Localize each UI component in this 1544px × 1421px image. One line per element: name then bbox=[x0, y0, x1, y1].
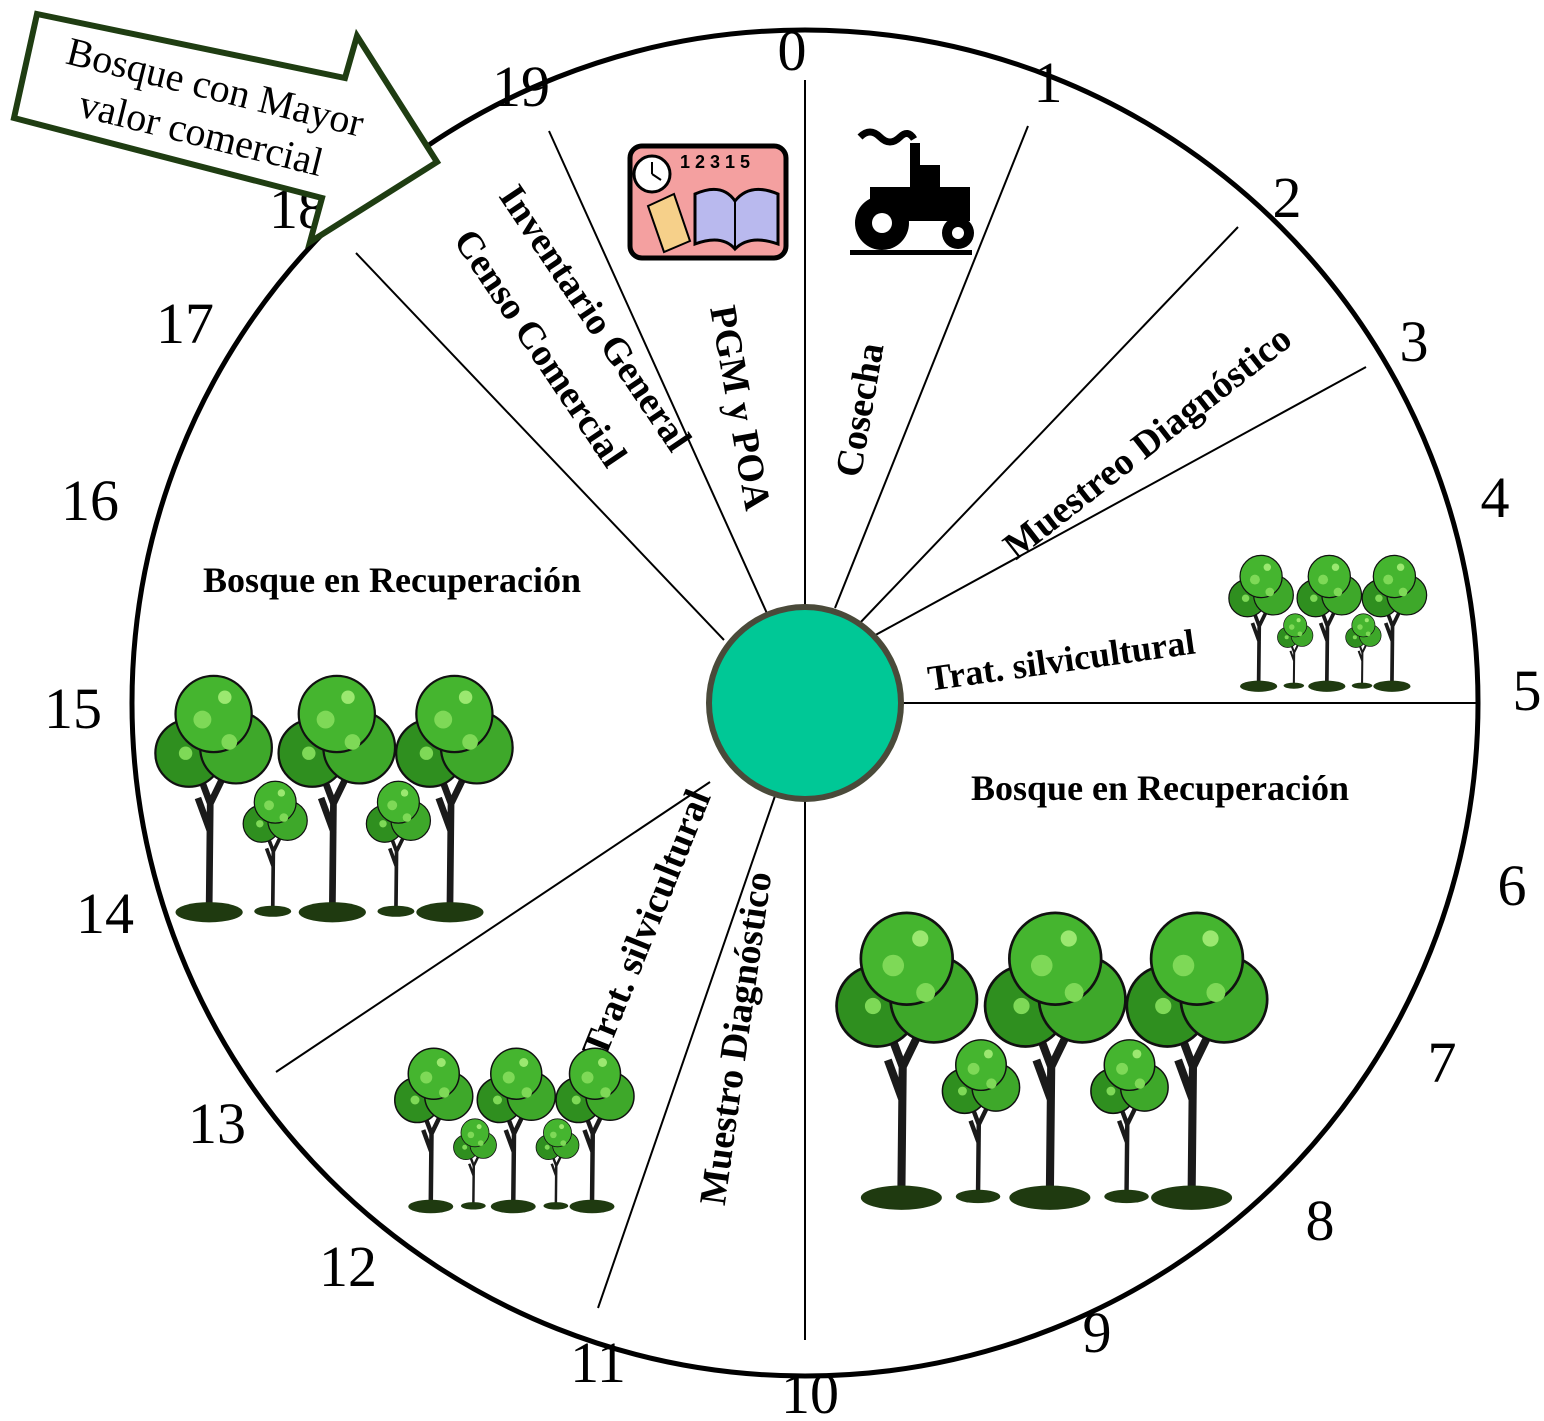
year-0: 0 bbox=[778, 18, 807, 83]
year-7: 7 bbox=[1428, 1030, 1457, 1095]
divider-1 bbox=[834, 125, 1029, 609]
year-11: 11 bbox=[570, 1330, 626, 1395]
year-numbers: 0 1 2 3 4 5 6 7 8 9 10 11 12 13 14 15 16… bbox=[44, 18, 1542, 1421]
year-2: 2 bbox=[1273, 165, 1302, 230]
year-17: 17 bbox=[156, 291, 214, 356]
year-9: 9 bbox=[1083, 1300, 1112, 1365]
center-hub bbox=[706, 604, 904, 802]
year-14: 14 bbox=[76, 881, 134, 946]
year-4: 4 bbox=[1481, 465, 1510, 530]
year-12: 12 bbox=[319, 1234, 377, 1299]
divider-13 bbox=[275, 781, 711, 1073]
year-10: 10 bbox=[781, 1361, 839, 1421]
tractor-icon bbox=[850, 128, 974, 255]
sector-dividers bbox=[275, 80, 1478, 1340]
svg-text:1 2 3 1 5: 1 2 3 1 5 bbox=[680, 152, 750, 172]
divider-11 bbox=[597, 795, 776, 1309]
year-6: 6 bbox=[1498, 853, 1527, 918]
year-3: 3 bbox=[1400, 309, 1429, 374]
year-8: 8 bbox=[1306, 1188, 1335, 1253]
year-19: 19 bbox=[492, 54, 550, 119]
divider-2 bbox=[857, 226, 1239, 626]
year-15: 15 bbox=[44, 676, 102, 741]
divider-3 bbox=[869, 366, 1367, 639]
divider-17 bbox=[355, 252, 725, 641]
label-bosque-recuperacion-right: Bosque en Recuperación bbox=[971, 768, 1349, 808]
divider-19 bbox=[548, 130, 771, 621]
year-16: 16 bbox=[61, 468, 119, 533]
calendar-book-icon: 1 2 3 1 5 bbox=[627, 143, 789, 261]
label-bosque-recuperacion-left: Bosque en Recuperación bbox=[203, 560, 581, 600]
year-13: 13 bbox=[188, 1091, 246, 1156]
year-5: 5 bbox=[1513, 658, 1542, 723]
year-1: 1 bbox=[1034, 50, 1063, 115]
